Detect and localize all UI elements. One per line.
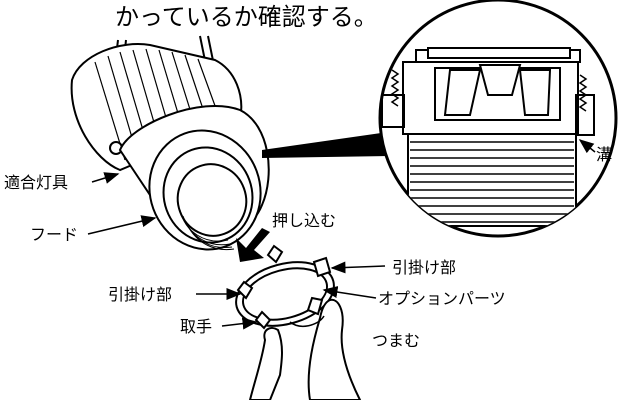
label-groove: 溝 — [596, 145, 613, 164]
pinch-indicator — [289, 315, 325, 328]
fixture-body — [70, 43, 270, 251]
label-option-parts: オプションパーツ — [378, 289, 506, 308]
label-hook-left: 引掛け部 — [108, 285, 173, 304]
label-fixture: 適合灯具 — [4, 173, 69, 192]
detail-callout-cone — [262, 132, 388, 158]
push-arrow — [236, 228, 270, 262]
leader-lines — [87, 139, 596, 330]
label-push-in: 押し込む — [272, 211, 337, 230]
label-pinch: つまむ — [372, 331, 421, 350]
hands — [248, 298, 362, 400]
detail-magnified-view — [378, 0, 618, 238]
caption-text: かっているか確認する。 — [115, 3, 378, 31]
label-hood: フード — [30, 225, 79, 244]
label-handle: 取手 — [180, 317, 213, 336]
label-hook-right: 引掛け部 — [392, 258, 457, 277]
option-part-ring — [235, 244, 335, 330]
